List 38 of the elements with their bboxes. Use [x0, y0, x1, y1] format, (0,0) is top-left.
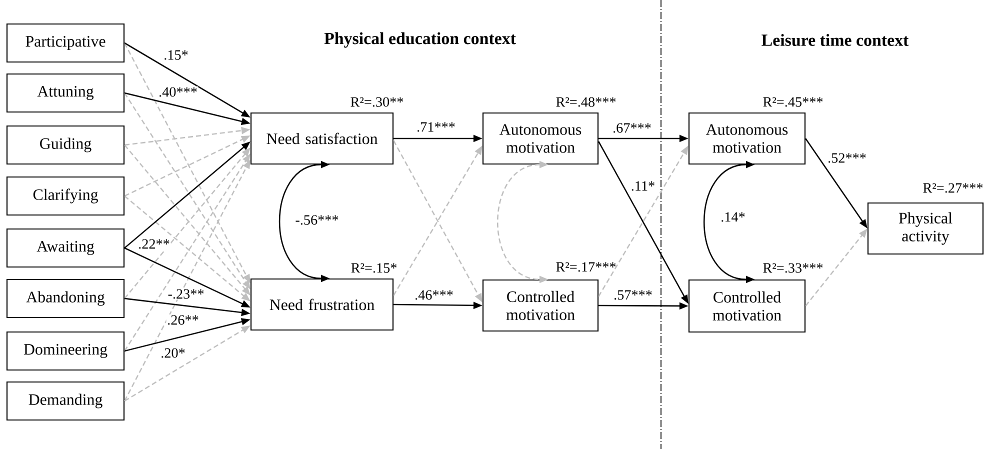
variable-box: Need satisfaction [250, 112, 394, 165]
edge-label: -.23** [166, 288, 206, 300]
r-squared-label: R²=.33*** [763, 263, 823, 273]
edge-label: .71*** [416, 121, 456, 133]
variable-box: Clarifying [6, 176, 125, 216]
r-squared-label: R²=.27*** [923, 183, 983, 193]
variable-box: Awaiting [6, 228, 125, 268]
variable-box: Autonomous motivation [688, 112, 806, 165]
r-squared-label: R²=.17*** [556, 262, 616, 272]
variable-box: Autonomous motivation [482, 112, 599, 165]
edge-label: .57*** [612, 289, 654, 301]
edge-label: .15* [162, 49, 190, 61]
variable-box: Guiding [6, 125, 125, 165]
section-heading: Leisure time context [762, 34, 909, 46]
edge-label: .14* [720, 211, 746, 223]
r-squared-label: R²=.30** [350, 97, 404, 107]
r-squared-label: R²=.48*** [556, 97, 616, 107]
variable-box: Abandoning [6, 278, 125, 318]
edge-label: .26** [166, 314, 200, 326]
variable-box: Controlled motivation [482, 279, 599, 332]
edge-label: .67*** [612, 122, 652, 134]
variable-box: Need frustration [250, 278, 394, 331]
section-heading: Physical education context [324, 32, 516, 48]
variable-box: Demanding [6, 381, 125, 421]
edge-label: .11* [630, 180, 656, 192]
edge-label: -.56*** [294, 214, 340, 226]
variable-box: Controlled motivation [688, 279, 806, 333]
variable-box: Physical activity [867, 202, 984, 255]
edge-label: .20* [160, 347, 186, 359]
r-squared-label: R²=.15* [351, 263, 397, 273]
edge-label: .40*** [158, 86, 198, 98]
edge-label: .46*** [414, 289, 454, 301]
edge-label: .52*** [826, 152, 868, 164]
variable-box: Participative [6, 23, 125, 63]
variable-box: Domineering [6, 331, 125, 371]
edge-label: .22** [137, 238, 171, 250]
variable-box: Attuning [6, 73, 125, 113]
r-squared-label: R²=.45*** [763, 97, 823, 107]
